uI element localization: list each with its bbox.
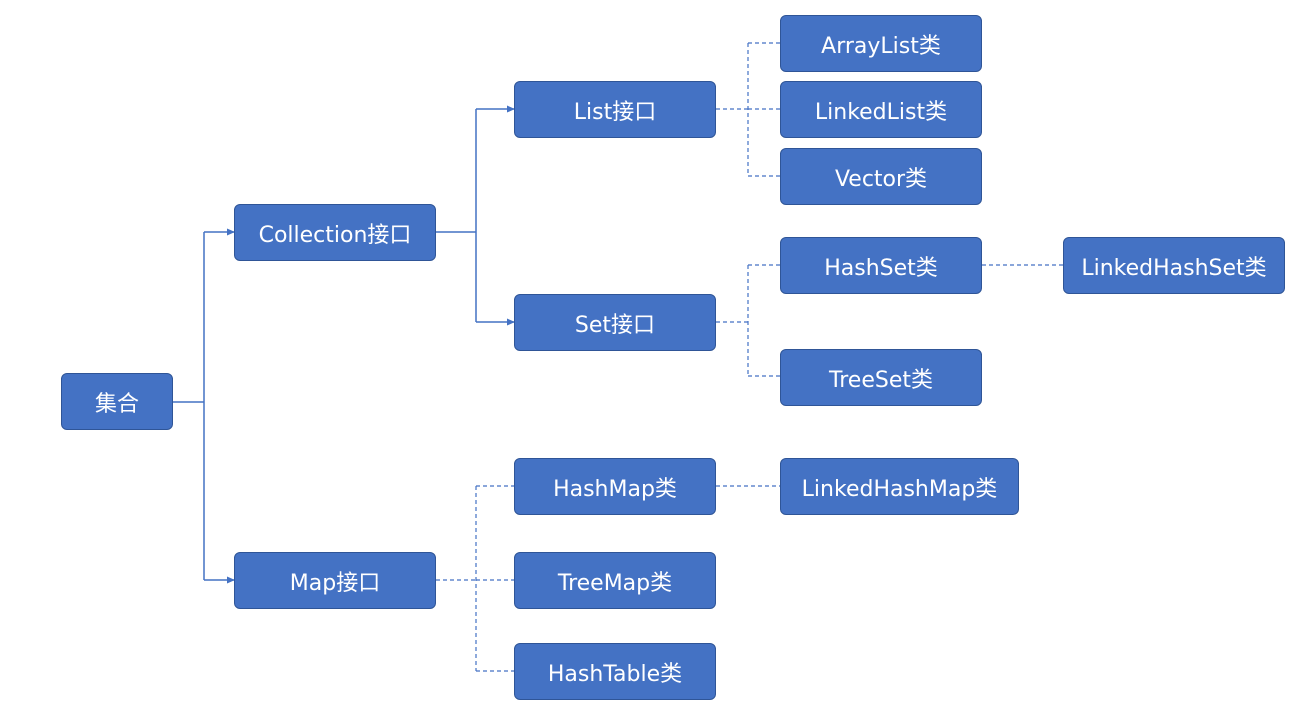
node-collections-root: 集合 (61, 373, 173, 430)
node-linkedlist-class: LinkedList类 (780, 81, 982, 138)
node-hashset-class: HashSet类 (780, 237, 982, 294)
node-linkedhashmap-class: LinkedHashMap类 (780, 458, 1019, 515)
node-vector-class: Vector类 (780, 148, 982, 205)
node-set-interface: Set接口 (514, 294, 716, 351)
node-linkedhashset-class: LinkedHashSet类 (1063, 237, 1285, 294)
node-map-interface: Map接口 (234, 552, 436, 609)
node-collection-interface: Collection接口 (234, 204, 436, 261)
node-hashtable-class: HashTable类 (514, 643, 716, 700)
node-treeset-class: TreeSet类 (780, 349, 982, 406)
node-hashmap-class: HashMap类 (514, 458, 716, 515)
node-list-interface: List接口 (514, 81, 716, 138)
node-treemap-class: TreeMap类 (514, 552, 716, 609)
node-arraylist-class: ArrayList类 (780, 15, 982, 72)
